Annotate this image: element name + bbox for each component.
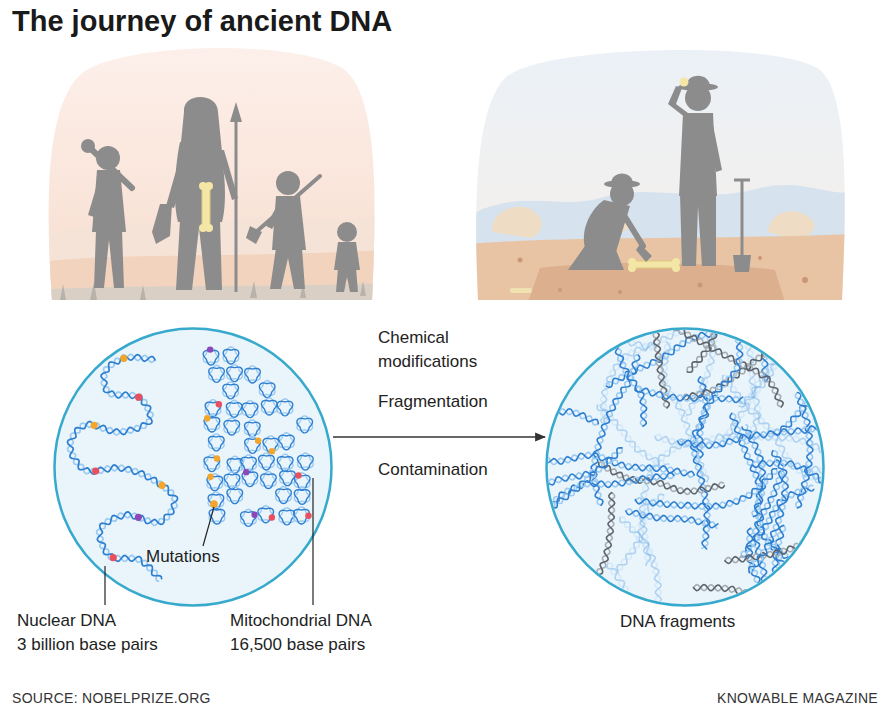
dna-label: 3 billion base pairs — [17, 633, 158, 657]
grass-tuft — [360, 281, 366, 296]
archaeologist-silhouette — [584, 200, 630, 252]
sky — [40, 30, 385, 320]
bone — [205, 182, 213, 190]
process-label: Fragmentation — [378, 390, 488, 414]
soil-speck — [518, 256, 809, 294]
credit-text: KNOWABLE MAGAZINE — [717, 689, 878, 707]
soil-speck — [618, 290, 622, 294]
process-arrow — [333, 436, 545, 438]
hunter-silhouette — [270, 248, 305, 289]
child-silhouette — [90, 148, 132, 188]
circle-outline — [55, 329, 332, 606]
archaeologist-silhouette — [680, 194, 716, 266]
bone — [632, 261, 676, 268]
shovel — [733, 180, 751, 272]
circle-label: DNA fragments — [620, 610, 735, 634]
archaeologist-silhouette — [706, 120, 722, 172]
dna-label: 16,500 base pairs — [230, 633, 365, 657]
sky — [465, 30, 855, 320]
soil-speck — [518, 258, 523, 263]
process-label: Chemical modifications — [378, 326, 490, 374]
brush-tip — [680, 78, 689, 87]
adult-silhouette — [235, 118, 238, 292]
adult-silhouette — [152, 97, 242, 292]
excavation-scene — [465, 30, 855, 320]
archaeologist-silhouette — [568, 174, 652, 271]
child-silhouette — [94, 230, 124, 288]
process-label: Contamination — [378, 458, 488, 482]
grass-tuft — [140, 285, 146, 300]
dna-circle: Mutations — [53, 327, 333, 607]
dna-fragments — [470, 239, 890, 701]
archaeologist-silhouette — [636, 244, 652, 262]
archaeologist-silhouette — [611, 174, 633, 185]
bone — [205, 224, 213, 232]
child-silhouette — [88, 175, 106, 217]
adult-silhouette — [230, 102, 242, 122]
hunter-silhouette — [246, 171, 320, 289]
bone — [199, 182, 213, 232]
soil-speck — [758, 256, 762, 260]
credit-text: SOURCE: NOBELPRIZE.ORG — [12, 689, 211, 707]
archaeologist-silhouette — [568, 246, 624, 270]
toddler-silhouette — [337, 222, 357, 242]
circle-outline — [547, 329, 824, 606]
bone — [672, 264, 680, 272]
rock — [492, 207, 814, 238]
circle-outline — [545, 327, 825, 607]
distant-hill — [40, 215, 385, 320]
hunter-silhouette — [246, 226, 262, 244]
hunter-silhouette — [256, 176, 320, 232]
child-silhouette — [81, 139, 95, 153]
hunter-silhouette — [276, 171, 300, 195]
rock — [492, 207, 542, 238]
grass-tuft — [60, 284, 66, 300]
soil-speck — [558, 288, 562, 292]
bone — [202, 186, 210, 228]
dna-label: Nuclear DNA — [17, 609, 116, 633]
dna-label: Mitochondrial DNA — [230, 609, 372, 633]
prehistoric-scene — [40, 30, 385, 320]
child-silhouette — [81, 139, 132, 288]
toddler-silhouette — [336, 268, 358, 292]
toddler-silhouette — [334, 242, 360, 270]
hunter-silhouette — [266, 202, 285, 229]
adult-silhouette — [184, 100, 216, 132]
shovel — [733, 255, 751, 272]
toddler-silhouette — [334, 222, 360, 292]
bone — [628, 264, 636, 272]
shovel — [741, 180, 744, 258]
rock — [768, 211, 814, 238]
adult-silhouette — [176, 220, 222, 290]
soil-speck — [802, 277, 808, 283]
diagram-title: The journey of ancient DNA — [12, 4, 392, 38]
ground — [470, 234, 850, 320]
bone — [510, 288, 532, 293]
adult-silhouette — [152, 204, 172, 244]
archaeologist-silhouette — [622, 212, 643, 246]
soil-speck — [698, 283, 703, 288]
adult-silhouette — [166, 150, 190, 208]
archaeologist-silhouette — [668, 76, 722, 266]
circle-label: Mutations — [146, 545, 220, 569]
archaeologist-silhouette — [668, 86, 692, 118]
grass-tuft — [250, 281, 257, 298]
archaeologist-silhouette — [686, 76, 710, 87]
dna-circle: DNA fragments — [545, 327, 825, 607]
shovel — [734, 179, 750, 182]
